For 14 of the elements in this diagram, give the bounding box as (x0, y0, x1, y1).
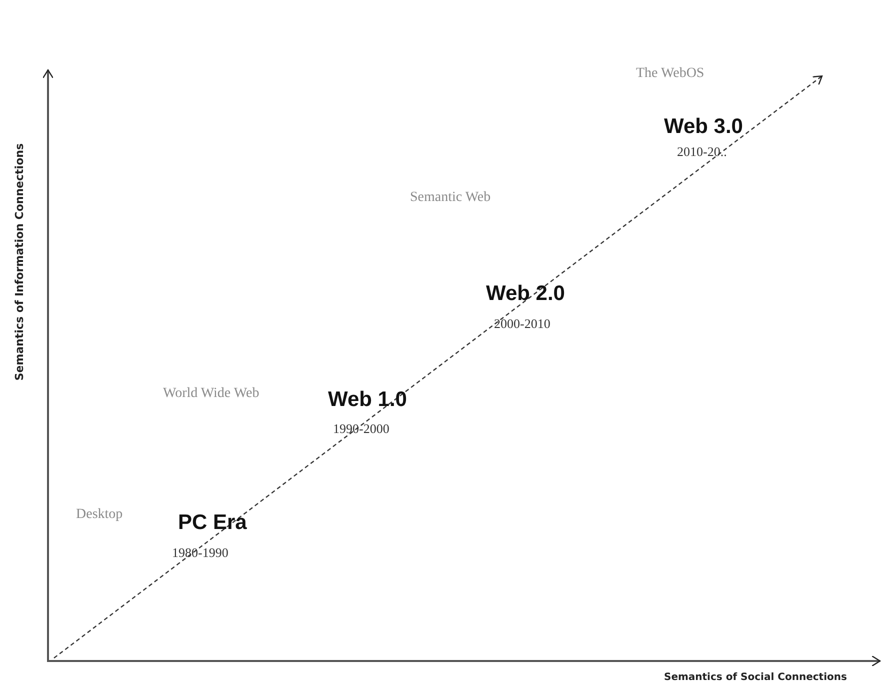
axis-label: Semantics of Information Connections (14, 143, 26, 381)
axis-label: Semantics of Social Connections (664, 672, 847, 683)
year-range: 2010-20.. (677, 145, 727, 160)
year-range: 2000-2010 (494, 317, 550, 332)
era-title: Web 2.0 (486, 282, 565, 306)
era-name: Desktop (76, 507, 123, 522)
era-title: Web 3.0 (664, 115, 743, 138)
era-name: Semantic Web (410, 190, 491, 206)
year-range: 1980-1990 (172, 546, 228, 560)
year-range: 1990-2000 (333, 422, 390, 436)
era-title: Web 1.0 (328, 388, 407, 412)
era-title: PC Era (178, 511, 247, 534)
era-name: World Wide Web (163, 386, 260, 402)
era-name: The WebOS (636, 66, 704, 82)
